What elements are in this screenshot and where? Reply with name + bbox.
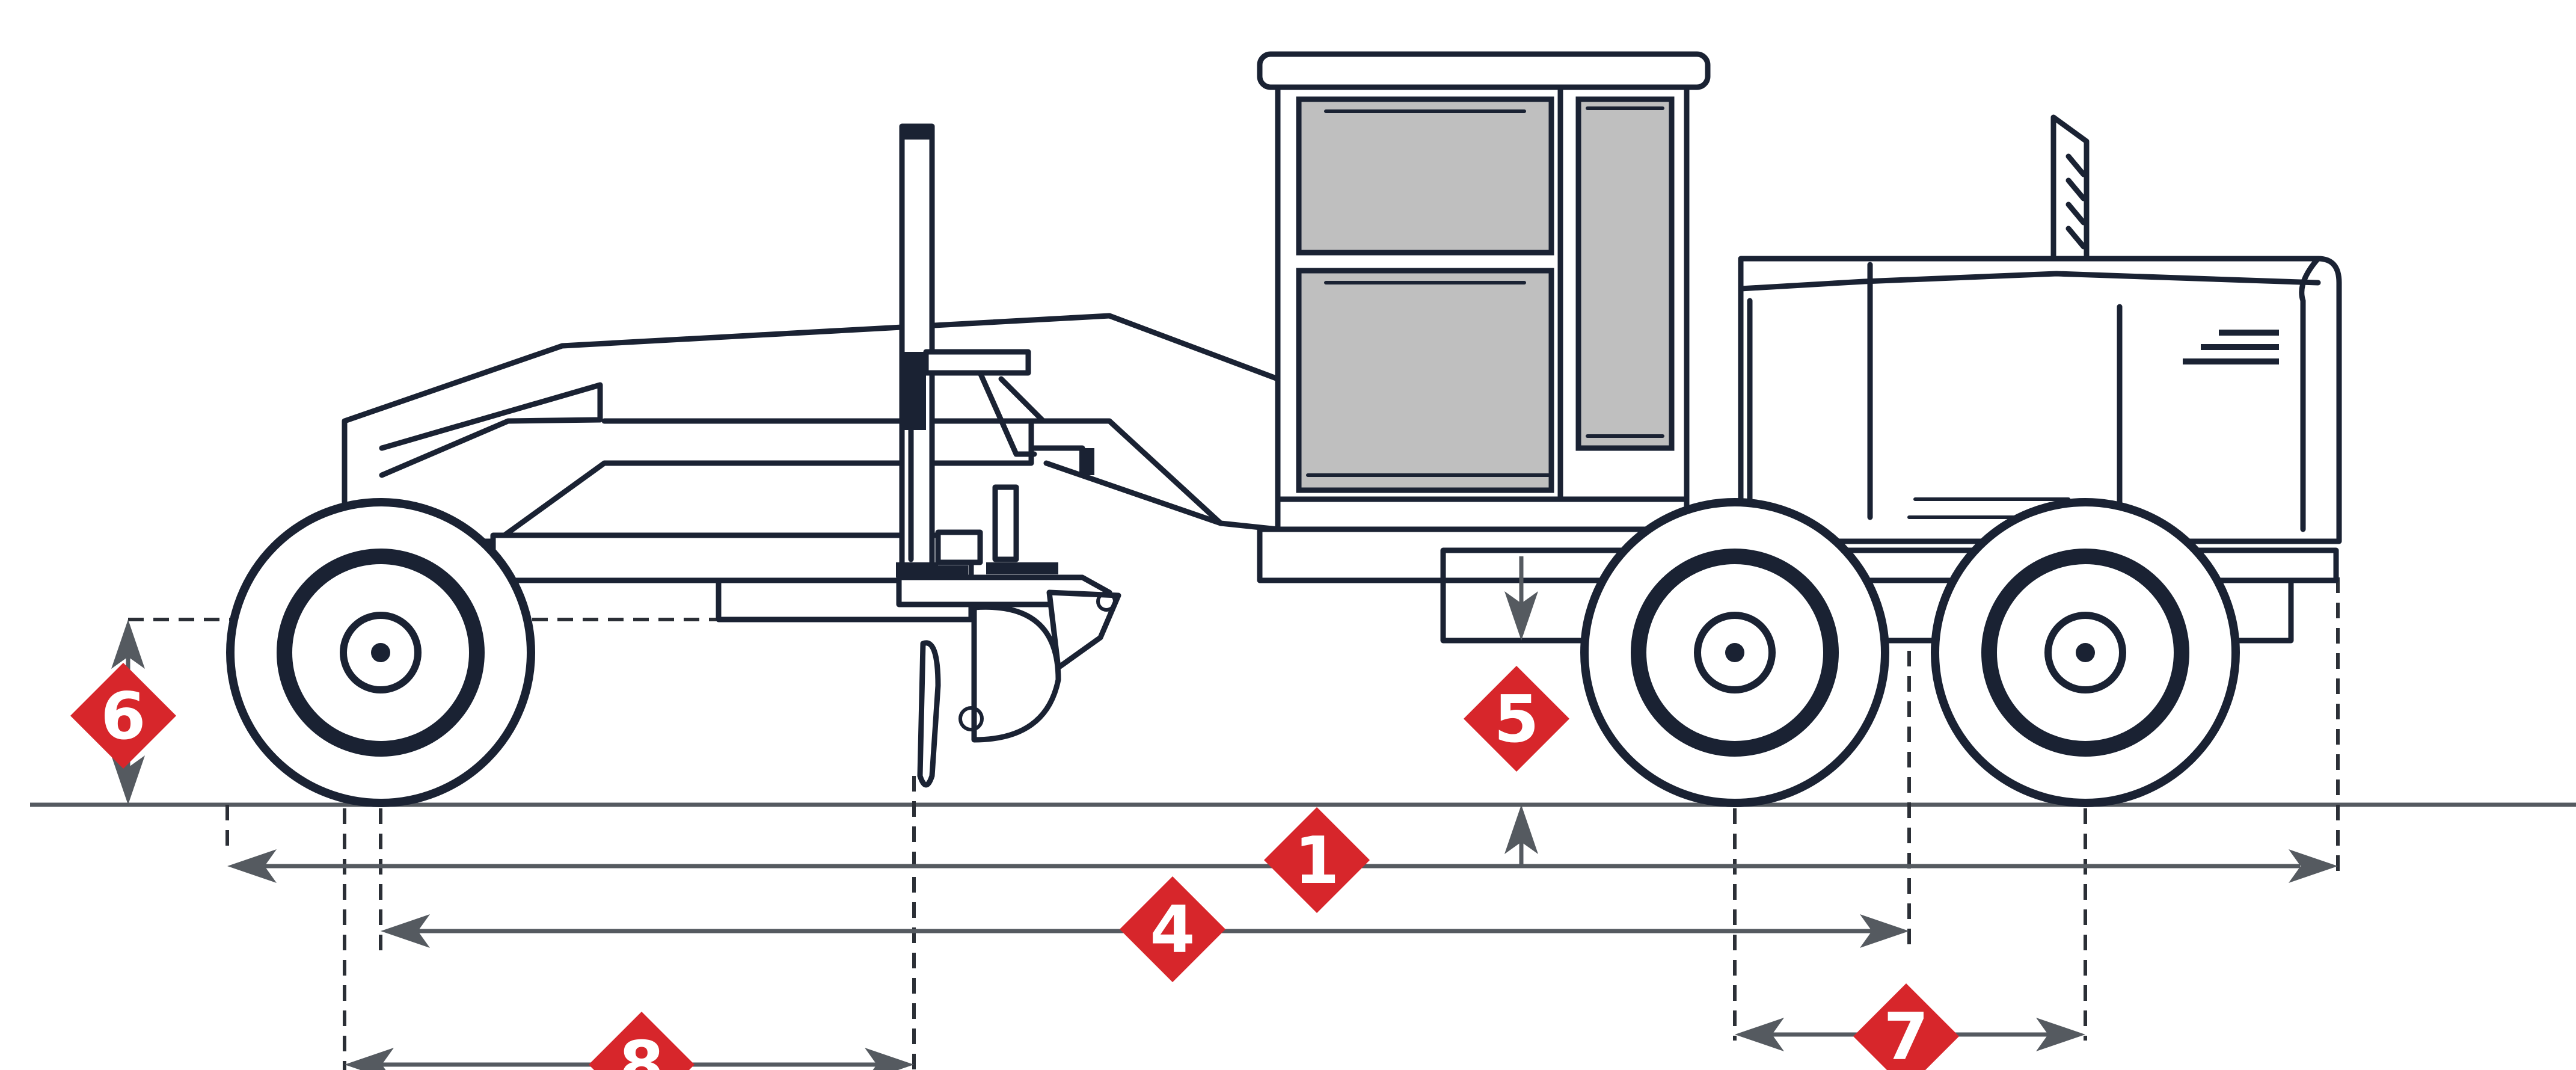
exhaust-stack	[2050, 114, 2090, 268]
dimension-6-arrow-down	[111, 755, 145, 805]
dimension-4-arrow-left	[381, 914, 430, 948]
cab	[1257, 51, 1780, 583]
front-wheel	[226, 498, 535, 807]
badge-5-label: 5	[1494, 682, 1539, 757]
badge-7-label: 7	[1883, 1000, 1928, 1070]
dimension-8-arrow-right	[865, 1048, 914, 1070]
badge-5: 5	[1464, 666, 1569, 772]
mast	[896, 123, 1094, 577]
cab-window-lower	[1296, 268, 1554, 493]
rear-wheel-2	[1931, 498, 2240, 807]
badge-4: 4	[1120, 876, 1225, 982]
dimension-5-arrow-down	[1504, 591, 1538, 641]
badge-6-label: 6	[100, 679, 146, 754]
badge-6: 6	[70, 663, 176, 769]
cab-window-upper	[1296, 96, 1554, 256]
dimension-6-arrow-up	[111, 620, 145, 669]
blade-arm	[896, 562, 1121, 788]
dimension-7-arrow-left	[1735, 1018, 1784, 1051]
dimension-1-arrow-left	[227, 849, 277, 883]
badge-8: 8	[589, 1012, 695, 1070]
badge-1: 1	[1264, 807, 1370, 913]
dimension-4-arrow-right	[1860, 914, 1909, 948]
dimension-5-arrow-up	[1504, 805, 1538, 854]
badge-7: 7	[1853, 983, 1959, 1070]
badge-1-label: 1	[1294, 823, 1339, 899]
badge-8-label: 8	[619, 1028, 664, 1070]
badge-4-label: 4	[1150, 893, 1195, 968]
cab-window-door	[1575, 96, 1675, 451]
rear-wheel-1	[1580, 498, 1889, 807]
dimension-1-arrow-right	[2289, 849, 2338, 883]
dimension-8-arrow-left	[345, 1048, 394, 1070]
motor-grader	[226, 51, 2342, 807]
dimension-7-arrow-right	[2036, 1018, 2085, 1051]
